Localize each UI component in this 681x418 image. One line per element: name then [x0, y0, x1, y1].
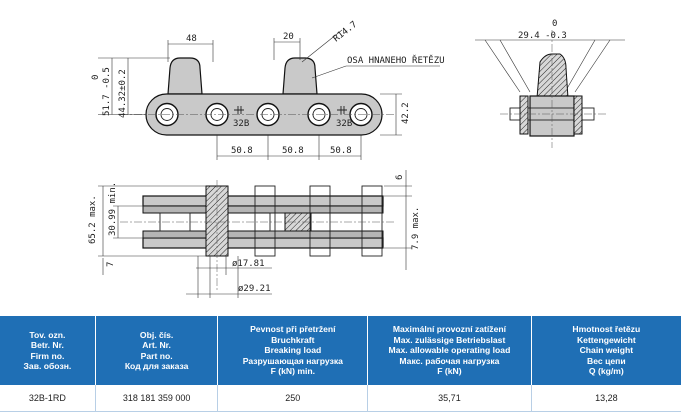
table-row: 32B-1RD 318 181 359 000 250 35,71 13,28	[0, 385, 681, 412]
axis-label: OSA HNANEHO ŘETĚZU	[347, 54, 445, 66]
side-dim-29: 29.4 -0.3	[518, 31, 567, 41]
dim-left-51: 51.7 -0.5	[102, 67, 112, 116]
dim-left-44: 44.32±0.2	[118, 69, 128, 118]
plate-mark-2: 32B	[336, 119, 352, 129]
header-operating-load: Maximální provozní zatížení Max. zulässi…	[367, 316, 532, 385]
bottom-view: 65.2 max. 30.99 min. 7 6 7.9 max. ø17.81…	[88, 170, 421, 298]
cell-breaking-load: 250	[217, 385, 369, 412]
cell-chain-weight: 13,28	[531, 385, 681, 412]
header-firm-no: Tov. ozn. Betr. Nr. Firm no. Зав. обозн.	[0, 316, 96, 385]
dim-diameter-2: ø29.21	[238, 284, 271, 294]
dim-20: 20	[283, 32, 294, 42]
dim-diameter-1: ø17.81	[232, 259, 265, 269]
side-lug	[536, 53, 569, 99]
dim-48: 48	[186, 34, 197, 44]
side-dim-0: 0	[552, 19, 557, 29]
plate-mark-1: 32B	[233, 119, 249, 129]
technical-drawing: 32B 32B 48 20 R14.7 OSA HNANEHO ŘETĚZU 0…	[88, 19, 625, 298]
cell-operating-load: 35,71	[367, 385, 532, 412]
dim-7: 7	[106, 262, 116, 267]
pitch-3: 50.8	[330, 146, 352, 156]
dim-6: 6	[395, 175, 405, 180]
attachment-lug-left	[167, 57, 203, 95]
pitch-2: 50.8	[282, 146, 304, 156]
attachment-lug-right	[282, 57, 318, 95]
cell-part-no: 318 181 359 000	[95, 385, 219, 412]
spec-table: Tov. ozn. Betr. Nr. Firm no. Зав. обозн.…	[0, 316, 681, 412]
dim-65: 65.2 max.	[88, 195, 98, 244]
dim-7-9: 7.9 max.	[411, 207, 421, 250]
spec-table-header-row: Tov. ozn. Betr. Nr. Firm no. Зав. обозн.…	[0, 316, 681, 385]
header-chain-weight: Hmotnost řetězu Kettengewicht Chain weig…	[531, 316, 681, 385]
dim-30: 30.99 min.	[108, 182, 118, 236]
header-part-no: Obj. čís. Art. Nr. Part no. Код для зака…	[95, 316, 219, 385]
top-view: 32B 32B 48 20 R14.7 OSA HNANEHO ŘETĚZU 0…	[91, 20, 445, 160]
cell-firm-no: 32B-1RD	[0, 385, 96, 412]
pitch-1: 50.8	[231, 146, 253, 156]
side-view: 0 29.4 -0.3	[475, 19, 625, 148]
header-breaking-load: Pevnost při přetržení Bruchkraft Breakin…	[217, 316, 369, 385]
dim-left-0: 0	[91, 75, 101, 80]
dim-radius: R14.7	[332, 20, 360, 45]
dim-right-42: 42.2	[401, 102, 411, 124]
